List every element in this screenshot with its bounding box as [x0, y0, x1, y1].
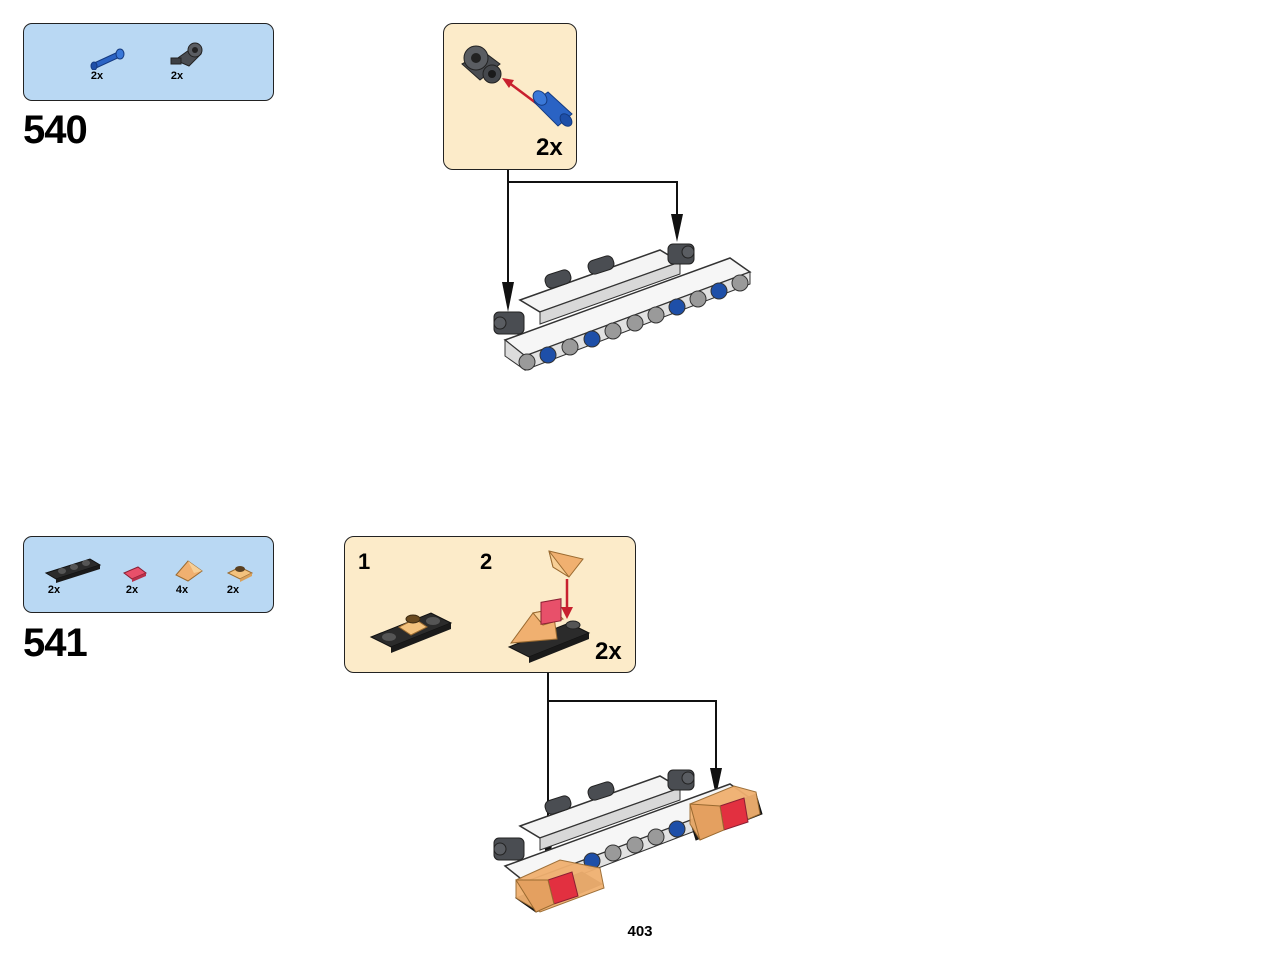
- trans-orange-slope-icon: [175, 560, 203, 582]
- part-qty: 2x: [170, 70, 184, 82]
- step-number-540: 540: [23, 108, 88, 152]
- step-number-541: 541: [23, 621, 88, 665]
- blue-axle-pin-icon: [90, 48, 125, 70]
- part-qty: 2x: [90, 70, 104, 82]
- sub-step-1-assembly-icon: [369, 612, 453, 653]
- sub-step-1-number: 1: [358, 549, 371, 574]
- callout-541: 1 2 2x: [344, 536, 636, 673]
- lamp-assembly-right: [689, 785, 763, 841]
- sub-step-2-number: 2: [480, 549, 493, 574]
- black-plate-icon: [44, 558, 102, 583]
- part-qty: 2x: [226, 584, 240, 596]
- callout-multiplier: 2x: [536, 134, 563, 161]
- parts-list-540: 2x 2x: [23, 23, 274, 101]
- trans-orange-round-plate-icon: [226, 566, 254, 582]
- part-qty: 2x: [47, 584, 61, 596]
- callout-multiplier: 2x: [595, 638, 622, 665]
- lamp-assembly-left: [514, 859, 605, 913]
- beam-holes-540: [518, 274, 749, 371]
- page-number: 403: [627, 923, 653, 940]
- beam-holes-541: [583, 820, 686, 870]
- part-qty: 2x: [125, 584, 139, 596]
- trans-red-tile-icon: [123, 566, 147, 582]
- connector-pin-assembly-icon: [461, 45, 573, 127]
- dark-gray-connector-icon: [170, 42, 203, 67]
- parts-list-541: 2x 2x 4x 2x: [23, 536, 274, 613]
- callout-540: 2x: [443, 23, 577, 170]
- part-qty: 4x: [175, 584, 189, 596]
- sub-step-2-assembly-icon: [507, 550, 591, 663]
